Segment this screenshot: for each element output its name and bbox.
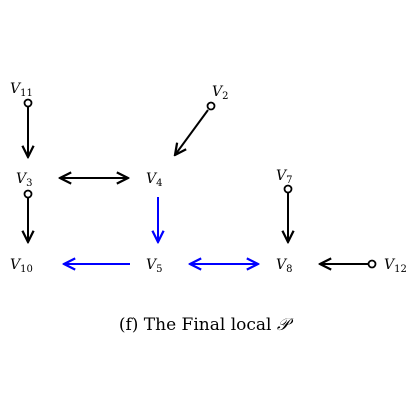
node-v2: V2	[212, 84, 229, 102]
edge-circle-endpoint	[23, 98, 33, 108]
node-v8: V8	[276, 257, 293, 275]
node-v7: V7	[276, 168, 293, 186]
node-v4: V4	[146, 171, 163, 189]
node-v10: V10	[10, 257, 33, 275]
nodes: V11 V2 V3 V4 V7 V10 V5 V8 V12	[10, 81, 407, 275]
edge-circle-endpoint	[283, 184, 293, 194]
edge-circle-endpoint	[23, 189, 33, 199]
node-v11: V11	[10, 81, 33, 99]
edge-circle-endpoint	[206, 101, 216, 111]
node-v5: V5	[146, 257, 163, 275]
node-v12: V12	[384, 257, 407, 275]
edge-v11-v3	[23, 98, 33, 158]
edge-v2-v4	[175, 101, 216, 156]
edge-v7-v8	[283, 184, 293, 243]
diagram-caption: (f) The Final local 𝒫	[119, 315, 294, 335]
edge-circle-endpoint	[367, 259, 377, 269]
node-v3: V3	[16, 171, 33, 189]
edge-v3-v10	[23, 189, 33, 243]
edge-v12-v8	[320, 259, 377, 269]
edges	[23, 98, 377, 269]
